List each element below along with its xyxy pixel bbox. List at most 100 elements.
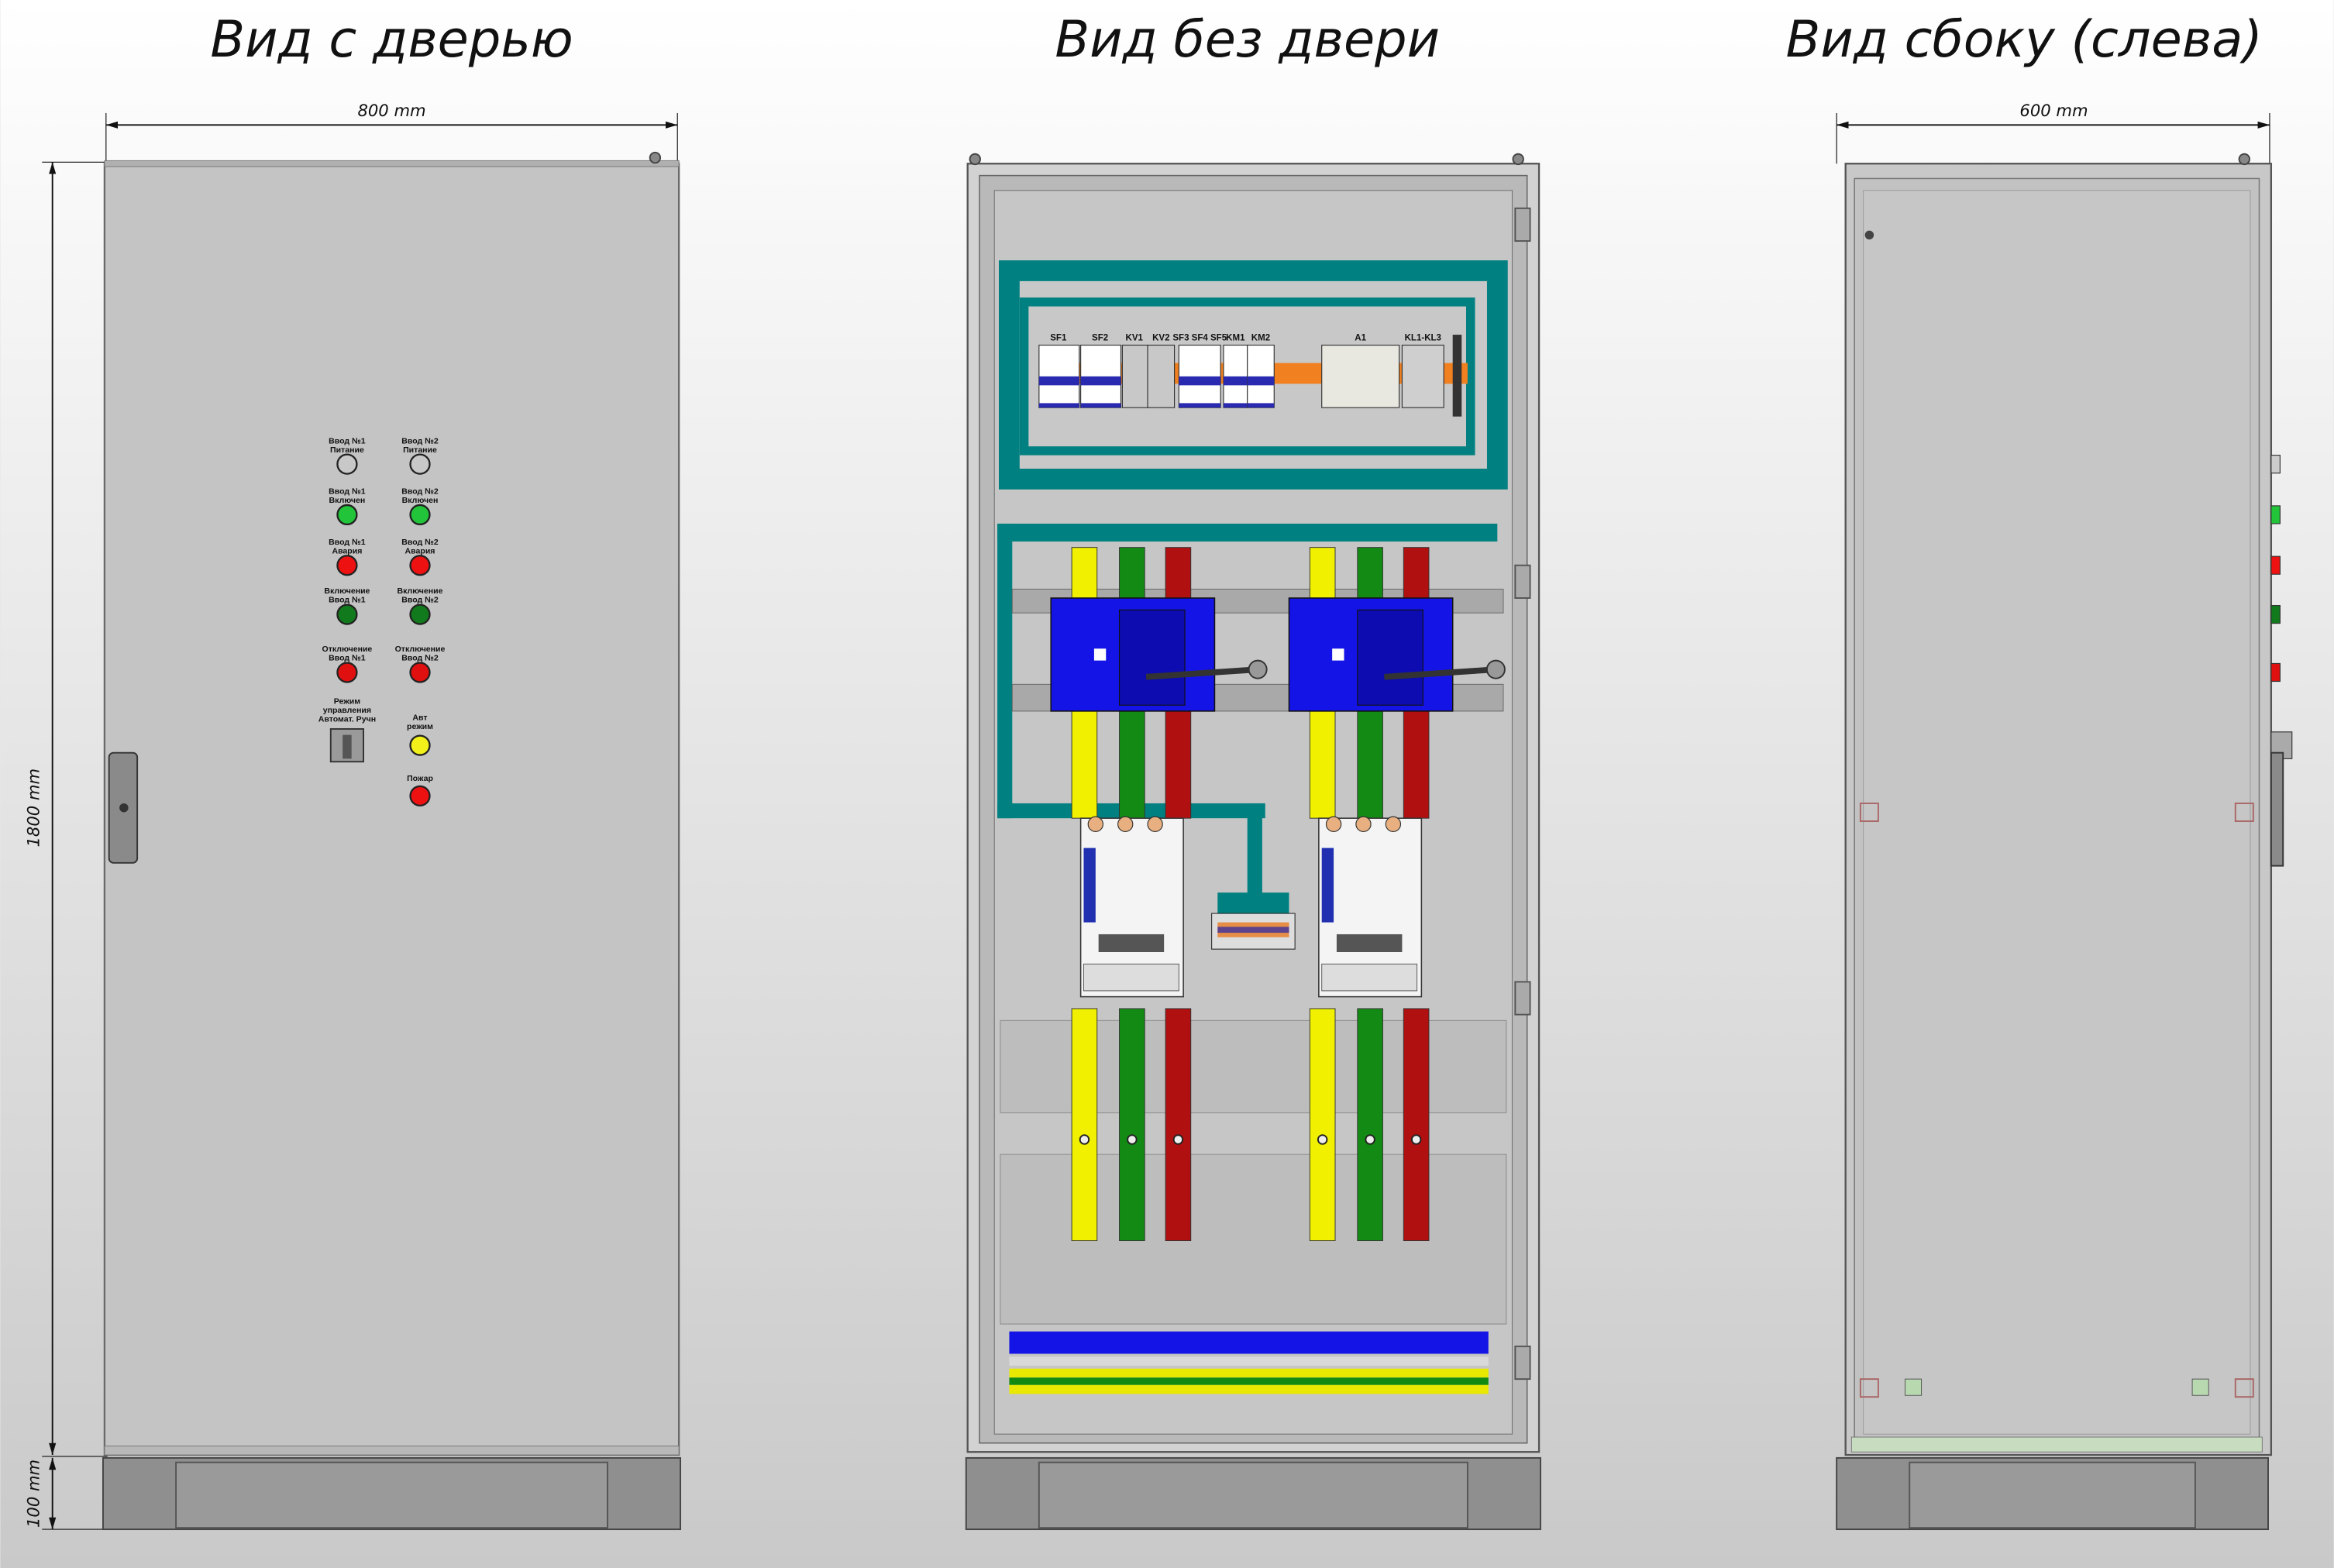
device-stripe — [1247, 403, 1275, 408]
dimension-depth-label: 600 mm — [2019, 101, 2088, 120]
lamp-label: режим — [407, 722, 433, 731]
lamp-label: Отключение — [395, 645, 446, 654]
cabinet-door — [103, 163, 680, 1456]
lamp-label: Авт — [412, 713, 427, 722]
indicator-lamp — [336, 603, 358, 625]
indicator-lamp — [409, 453, 431, 475]
lamp-label: Авария — [405, 546, 435, 555]
lamp-label: Ввод №1 — [329, 436, 366, 445]
component-label: KV1 — [1126, 334, 1144, 343]
din-device — [1401, 344, 1444, 408]
breaker-label-strip — [1321, 848, 1334, 923]
lamp-label: Включен — [402, 496, 439, 505]
indicator-lamp — [409, 504, 431, 526]
device-stripe — [1038, 376, 1079, 386]
breaker-base — [1083, 963, 1179, 992]
lamp-label: Авария — [332, 546, 362, 555]
indicator-lamp — [409, 734, 431, 756]
lamp-label: Ввод №2 — [401, 538, 439, 547]
lamp-label: Ввод №1 — [329, 538, 366, 547]
breaker-terminal — [1117, 816, 1134, 833]
hinge — [1514, 207, 1531, 242]
lamp-label: Пожар — [407, 774, 433, 783]
device-stripe — [1038, 403, 1079, 408]
busbar-phase-l3 — [1403, 1008, 1430, 1242]
cable-duct-lower — [997, 523, 1498, 914]
breaker-terminals — [1336, 934, 1403, 952]
switch-handle-knob — [1485, 659, 1506, 679]
indicator-lamp — [336, 555, 358, 576]
plinth — [1836, 1456, 2269, 1531]
hinge — [1514, 1345, 1531, 1381]
component-label: KM2 — [1251, 334, 1270, 343]
switch-group-2 — [1288, 547, 1506, 1242]
switch-groups — [1050, 547, 1506, 1242]
indicator-lamp — [336, 662, 358, 683]
lamp-label: Ввод №2 — [401, 596, 439, 605]
device-stripe — [1179, 403, 1221, 408]
device-stripe — [1223, 376, 1248, 386]
component-label: A1 — [1355, 334, 1366, 343]
dimension-width-label: 800 mm — [357, 101, 425, 120]
lamp-label: Включен — [329, 496, 366, 505]
component-label: KM1 — [1226, 334, 1245, 343]
title-front-view: Вид с дверью — [210, 10, 573, 69]
switch-handle — [1145, 666, 1258, 680]
lifting-eye — [649, 151, 662, 164]
title-side-view: Вид сбоку (слева) — [1785, 10, 2262, 69]
bolt — [1410, 1134, 1422, 1145]
din-device — [1321, 344, 1400, 408]
component-label: KL1-KL3 — [1405, 334, 1441, 343]
breaker-terminal — [1325, 816, 1342, 833]
device-stripe — [1080, 376, 1121, 386]
terminal-block — [1211, 913, 1296, 950]
indicator-lamp — [336, 453, 358, 475]
switch-group-1 — [1050, 547, 1268, 1242]
lamp-label: Ввод №1 — [329, 596, 366, 605]
lock-icon — [119, 803, 129, 813]
lamp-label: Ввод №2 — [401, 436, 439, 445]
component-label: SF2 — [1092, 334, 1108, 343]
lamp-label: Включение — [397, 586, 442, 596]
terminal-strip — [1452, 335, 1462, 417]
indicator-lamp — [409, 555, 431, 576]
door-handle-side — [2270, 751, 2284, 867]
front-view: 800 mm 1800 mm 100 mm Ввод №1ПитаниеВвод… — [23, 101, 682, 1531]
breaker-terminals — [1098, 934, 1165, 952]
device-stripe — [1247, 376, 1275, 386]
indicator-lamp — [336, 504, 358, 526]
switch-indicator — [1093, 648, 1107, 661]
switch-cover — [1118, 609, 1186, 706]
breaker-label-strip — [1083, 848, 1096, 923]
component-label: KV2 — [1152, 334, 1169, 343]
breaker-terminal — [1087, 816, 1104, 833]
breaker-terminal — [1147, 816, 1163, 833]
side-view: 600 mm — [1836, 101, 2293, 1531]
device-stripe — [1223, 403, 1248, 408]
switch-indicator — [1332, 648, 1344, 661]
bolt — [1172, 1134, 1184, 1145]
switch-handle-knob — [1248, 659, 1268, 679]
breaker-terminal — [1385, 816, 1402, 833]
switch-label: управления — [323, 706, 371, 715]
device-stripe — [1080, 403, 1121, 408]
indicator-lamp — [409, 785, 431, 806]
dimension-height-label: 1800 mm — [23, 769, 43, 848]
indicator-lamp — [409, 603, 431, 625]
lamp-label: Питание — [403, 445, 437, 455]
dimension-plinth-label: 100 mm — [23, 1460, 43, 1528]
lamp-label: Ввод №2 — [401, 654, 439, 663]
lamp-label: Ввод №1 — [329, 487, 366, 497]
lamp-label: Отключение — [322, 645, 373, 654]
neutral-pe-busbars — [1009, 1331, 1489, 1394]
breaker-terminal — [1355, 816, 1372, 833]
indicator-lamp — [409, 662, 431, 683]
busbar-phase-l2 — [1119, 1008, 1145, 1242]
selector-knob-icon — [343, 734, 352, 759]
lamp-label: Ввод №1 — [329, 654, 366, 663]
din-device — [1147, 344, 1176, 408]
busbar-phase-l2 — [1357, 1008, 1383, 1242]
